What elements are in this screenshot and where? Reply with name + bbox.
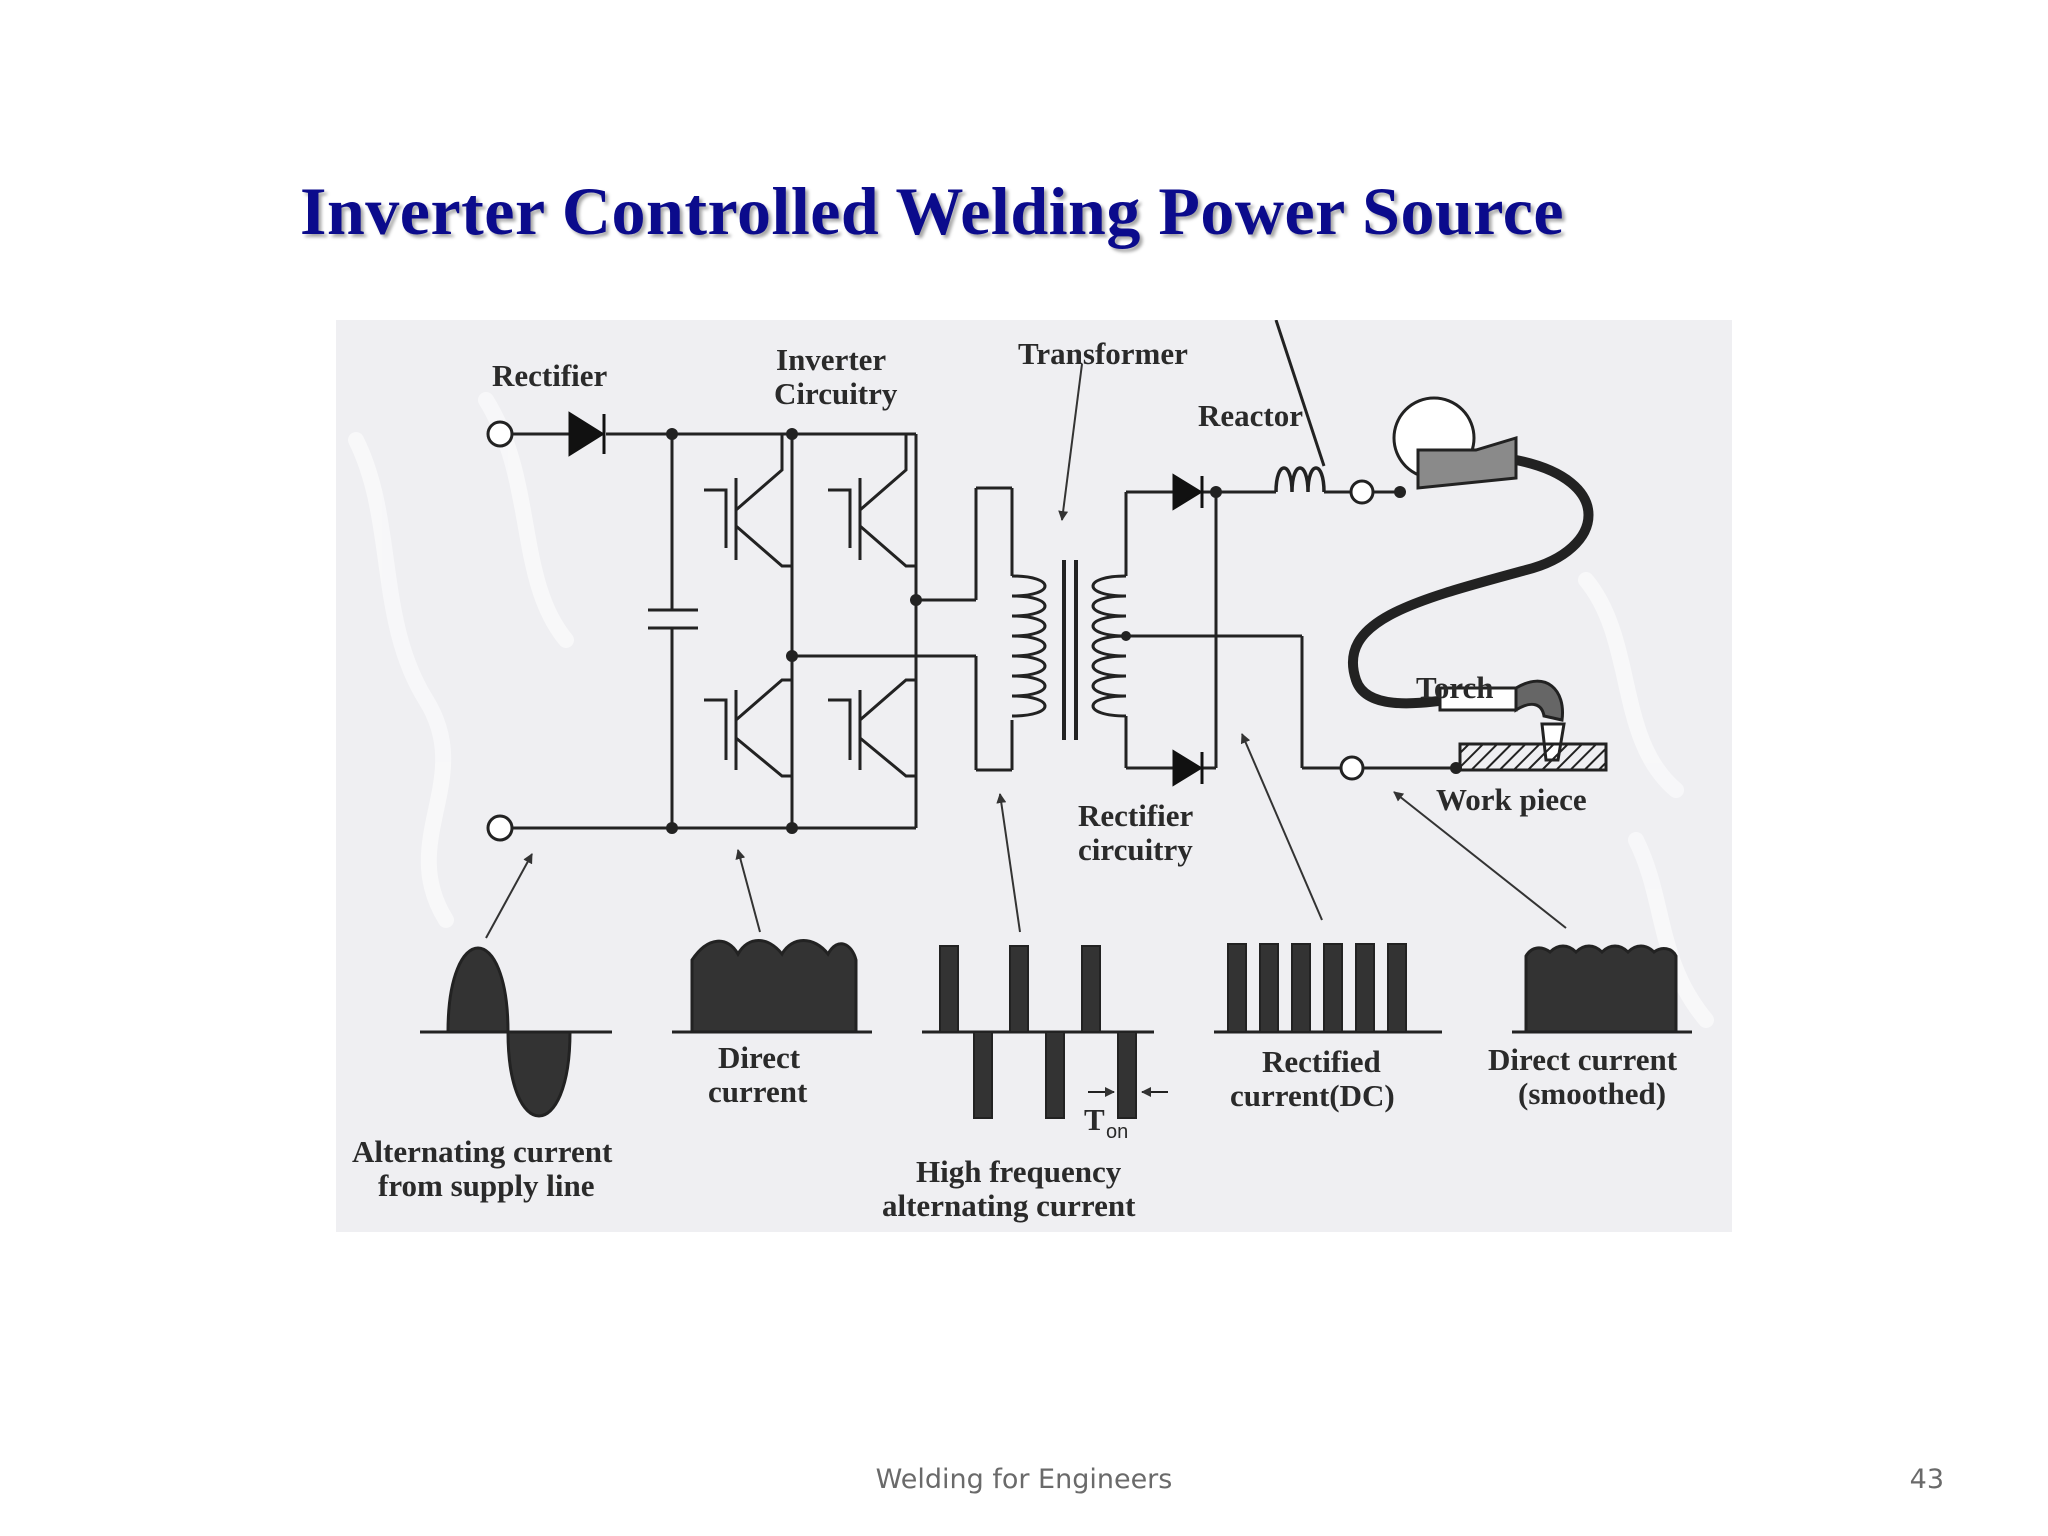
label-hf-ac-line1: High frequency bbox=[916, 1154, 1122, 1189]
label-ac-supply-line1: Alternating current bbox=[352, 1134, 613, 1169]
waveform-rectified-dc bbox=[1214, 943, 1442, 1034]
waveform-smoothed-dc bbox=[1512, 944, 1692, 1034]
label-dc-line2: current bbox=[708, 1074, 808, 1109]
slide-title: Inverter Controlled Welding Power Source bbox=[300, 173, 1565, 249]
work-piece bbox=[1458, 742, 1608, 772]
label-torch: Torch bbox=[1416, 670, 1494, 705]
junction-dots bbox=[666, 428, 1462, 834]
label-dc-line1: Direct bbox=[718, 1040, 801, 1075]
label-ac-supply-line2: from supply line bbox=[378, 1168, 594, 1203]
label-rectifier-circuitry-line2: circuitry bbox=[1078, 832, 1193, 867]
label-rectified-line2: current(DC) bbox=[1230, 1078, 1395, 1113]
igbt-switches bbox=[704, 434, 916, 778]
label-smoothed-line1: Direct current bbox=[1488, 1042, 1678, 1077]
label-reactor: Reactor bbox=[1198, 398, 1303, 433]
label-rectifier-circuitry-line1: Rectifier bbox=[1078, 798, 1194, 833]
label-rectifier: Rectifier bbox=[492, 358, 608, 393]
circuit-diagram: Rectifier Inverter Circuitry Transformer… bbox=[336, 320, 1732, 1232]
label-inverter-line2: Circuitry bbox=[774, 376, 898, 411]
label-hf-ac-line2: alternating current bbox=[882, 1188, 1136, 1223]
label-rectified-line1: Rectified bbox=[1262, 1044, 1381, 1079]
waveform-direct-current bbox=[672, 939, 872, 1034]
label-transformer: Transformer bbox=[1018, 336, 1188, 371]
input-terminals bbox=[486, 420, 514, 842]
label-ton: T bbox=[1084, 1102, 1105, 1137]
welding-torch bbox=[1347, 396, 1594, 762]
waveform-hf-ac bbox=[922, 945, 1154, 1119]
rectifier-circuitry-diodes bbox=[1172, 473, 1204, 787]
circuit-wiring bbox=[508, 320, 1456, 830]
footer-text: Welding for Engineers bbox=[875, 1464, 1173, 1495]
pointer-arrows bbox=[485, 363, 1567, 939]
label-smoothed-line2: (smoothed) bbox=[1518, 1076, 1666, 1111]
page-number: 43 bbox=[1909, 1464, 1944, 1495]
label-inverter-line1: Inverter bbox=[776, 342, 886, 377]
waveform-ac-supply bbox=[420, 946, 612, 1118]
rectifier-diode bbox=[568, 411, 606, 457]
label-ton-subscript: on bbox=[1106, 1121, 1128, 1143]
label-work-piece: Work piece bbox=[1436, 782, 1587, 817]
output-terminals bbox=[1339, 479, 1375, 781]
